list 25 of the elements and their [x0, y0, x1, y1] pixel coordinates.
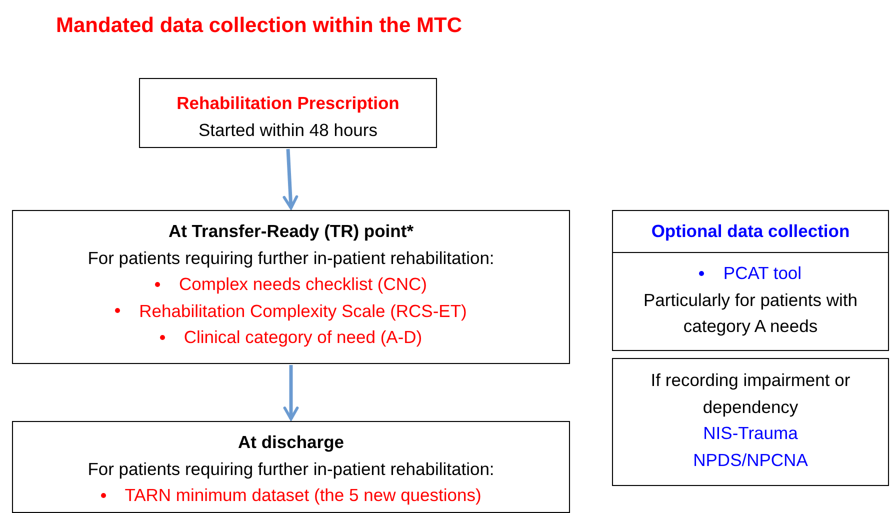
body-text: Started within 48 hours	[198, 118, 378, 142]
list-item: Clinical category of need (A-D)	[184, 326, 422, 349]
process-box	[139, 78, 437, 148]
heading: Rehabilitation Prescription	[176, 92, 400, 115]
body-text: If recording impairment or dependency	[650, 369, 852, 419]
body-text: For patients requiring further in-patient rehabilitation:	[88, 246, 494, 270]
header-box	[612, 210, 889, 253]
heading: At discharge	[238, 431, 344, 454]
body-text: For patients requiring further in-patient rehabilitation:	[88, 458, 494, 481]
process-box	[12, 421, 570, 513]
list-item: Rehabilitation Complexity Scale (RCS-ET)	[139, 300, 467, 323]
list-item: PCAT tool	[723, 262, 802, 285]
body-text: NPDS/NPCNA	[693, 448, 808, 472]
info-box	[612, 358, 889, 486]
arrow	[282, 148, 298, 210]
process-box	[12, 210, 570, 364]
body-text: NIS-Trauma	[703, 422, 798, 445]
list-item: TARN minimum dataset (the 5 new questions)	[124, 484, 482, 507]
body-text: Particularly for patients with category A needs	[642, 288, 858, 338]
info-box	[612, 252, 889, 351]
list-item: Complex needs checklist (CNC)	[179, 273, 427, 296]
heading: At Transfer-Ready (TR) point*	[168, 220, 414, 243]
arrow	[283, 365, 299, 420]
diagram-title: Mandated data collection within the MTC	[56, 14, 462, 38]
heading: Optional data collection	[651, 220, 850, 243]
